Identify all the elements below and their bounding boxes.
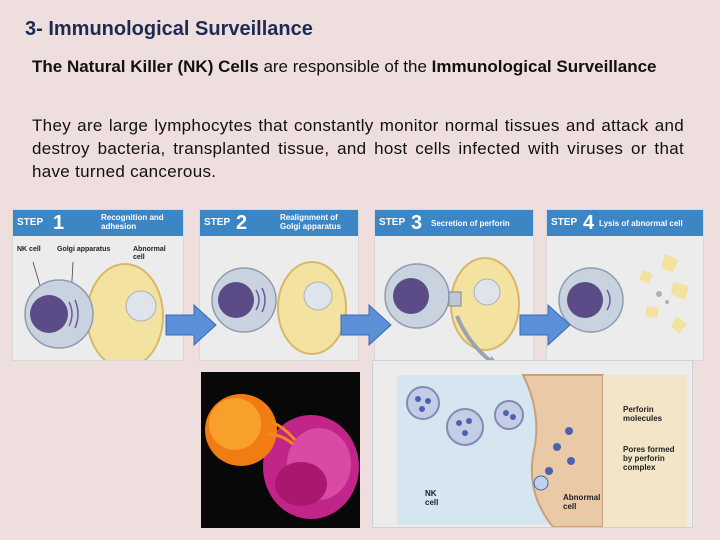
step-3-panel: STEP 3 Secretion of perforin — [374, 209, 534, 361]
step-2-word: STEP — [204, 217, 231, 228]
step-4-number: 4 — [583, 212, 595, 234]
step-3-illustration — [384, 257, 520, 360]
step-3-number: 3 — [411, 212, 423, 234]
nk-cell-micrograph — [201, 372, 360, 528]
step-1-number: 1 — [53, 212, 65, 234]
intro-paragraph: The Natural Killer (NK) Cells are respon… — [32, 55, 684, 78]
intro-connector: are responsible of the — [258, 57, 432, 76]
arrow-right-icon — [340, 303, 392, 347]
step-2-number: 2 — [236, 212, 248, 234]
arrow-right-icon — [165, 303, 217, 347]
slide-title: 3- Immunological Surveillance — [25, 18, 313, 40]
step-3-description: Secretion of perforin — [431, 219, 510, 228]
step-3-word: STEP — [379, 217, 406, 228]
golgi-label: Golgi apparatus — [57, 246, 111, 253]
step-4-header: STEP 4 Lysis of abnormal cell — [547, 210, 703, 236]
description-paragraph: They are large lymphocytes that constant… — [32, 116, 684, 181]
arrow-right-icon — [519, 303, 571, 347]
nk-cell-label: NK cell — [17, 246, 41, 253]
step-1-word: STEP — [17, 217, 44, 228]
step-4-panel: STEP 4 Lysis of abnormal cell — [546, 209, 704, 361]
step-4-illustration — [558, 254, 689, 334]
step-1-illustration — [24, 261, 164, 360]
step-4-word: STEP — [551, 217, 578, 228]
nk-cells-term: The Natural Killer (NK) Cells — [32, 57, 259, 76]
surveillance-term: Immunological Surveillance — [431, 57, 657, 76]
step-3-header: STEP 3 Secretion of perforin — [375, 210, 533, 236]
perforin-detail-illustration — [397, 374, 687, 528]
step-2-illustration — [211, 261, 347, 355]
step-4-description: Lysis of abnormal cell — [599, 219, 683, 228]
